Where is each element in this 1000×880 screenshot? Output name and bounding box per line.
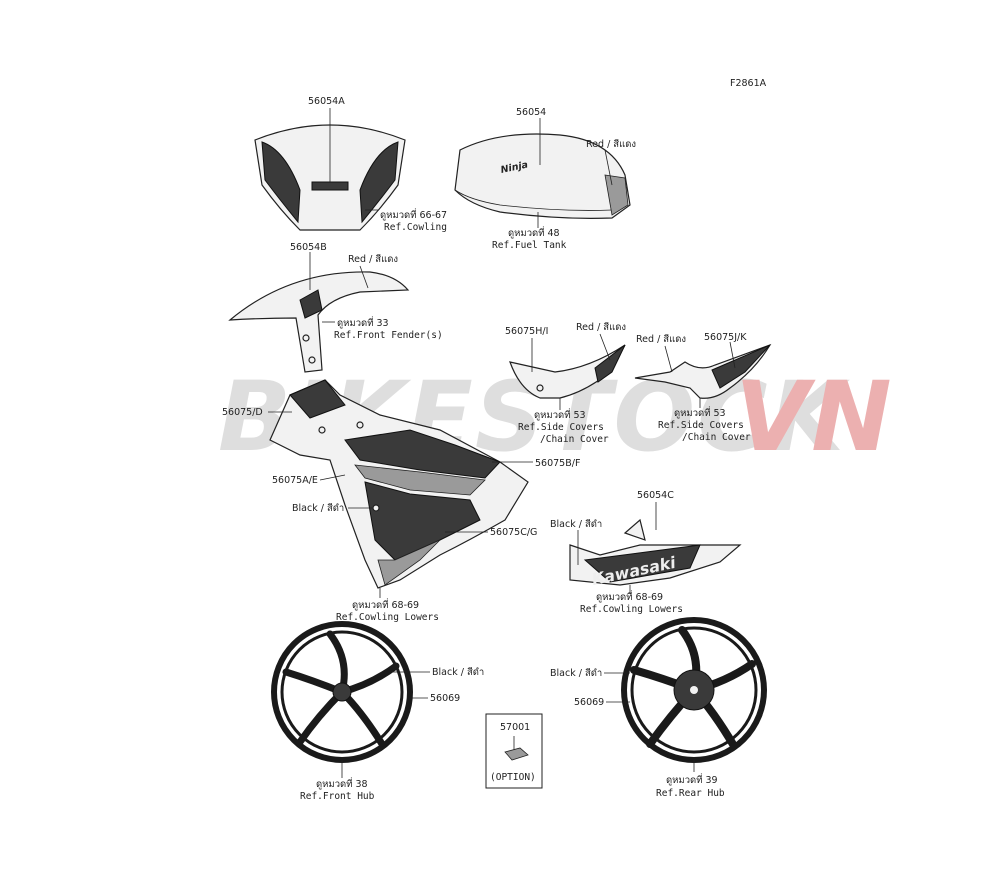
ref-english-1: Ref.Side Covers: [518, 422, 604, 433]
ref-english-2: /Chain Cover: [682, 432, 751, 443]
fairing-decal-group[interactable]: 56075/D 56075B/F 56075A/E Black / สีดำ 5…: [222, 379, 580, 623]
color-label: Black / สีดำ: [432, 666, 484, 678]
ref-english-2: /Chain Cover: [540, 434, 609, 445]
rear-rim-inner: [630, 626, 758, 754]
windscreen-decal-group[interactable]: 56054A ดูหมวดที่ 66-67 Ref.Cowling: [254, 96, 447, 233]
part-number: 56054: [516, 107, 546, 118]
part-number-56075D: 56075/D: [222, 407, 263, 418]
color-label: Black / สีดำ: [550, 667, 602, 679]
color-label: Red / สีแดง: [576, 321, 626, 333]
ref-thai: ดูหมวดที่ 39: [666, 773, 718, 786]
ref-thai: ดูหมวดที่ 48: [508, 226, 560, 239]
part-number: 56054B: [290, 242, 327, 253]
side-cover-left-decal-group[interactable]: 56075H/I Red / สีแดง ดูหมวดที่ 53 Ref.Si…: [505, 321, 626, 445]
ref-thai: ดูหมวดที่ 66-67: [380, 208, 447, 221]
color-label: Black / สีดำ: [550, 518, 602, 530]
fairing-lower-accent: [377, 539, 441, 586]
ref-english: Ref.Cowling Lowers: [580, 604, 683, 615]
fairing-stripe-1: [344, 429, 501, 479]
side-cover-right-decal-group[interactable]: Red / สีแดง 56075J/K ดูหมวดที่ 53 Ref.Si…: [634, 332, 772, 443]
front-fender-shape: [228, 271, 410, 373]
fairing-lower-dark: [364, 481, 481, 561]
part-number: 57001: [500, 722, 530, 733]
windscreen-logo-strip: [311, 181, 349, 191]
rear-wheel-decal-group[interactable]: Black / สีดำ 56069 ดูหมวดที่ 39 Ref.Rear…: [550, 617, 767, 799]
part-number-56075BF: 56075B/F: [535, 458, 580, 469]
option-note: (OPTION): [490, 772, 536, 783]
option-part-group[interactable]: 57001 (OPTION): [485, 713, 543, 789]
front-rim-inner: [280, 630, 404, 754]
part-number: 56075H/I: [505, 326, 548, 337]
front-wheel-decal-group[interactable]: Black / สีดำ 56069 ดูหมวดที่ 38 Ref.Fron…: [271, 621, 484, 802]
fender-decal-mark: [299, 289, 323, 319]
fuel-tank-red-stripe: [604, 174, 629, 216]
color-label: Red / สีแดง: [586, 138, 636, 150]
part-number: 56069: [574, 697, 604, 708]
ref-thai: ดูหมวดที่ 53: [534, 408, 586, 421]
watermark-text-red: VN: [735, 361, 894, 473]
ref-english: Ref.Cowling: [384, 222, 447, 233]
part-number: 56069: [430, 693, 460, 704]
part-number-56075CG: 56075C/G: [490, 527, 537, 538]
fuel-tank-shape: [454, 133, 631, 219]
lower-cowl-decal-group[interactable]: Kawasaki 56054C Black / สีดำ ดูหมวดที่ 6…: [550, 490, 742, 615]
windscreen-right-panel: [359, 141, 399, 224]
ref-english-1: Ref.Side Covers: [658, 420, 744, 431]
front-fender-decal-group[interactable]: 56054B Red / สีแดง ดูหมวดที่ 33 Ref.Fron…: [228, 242, 443, 373]
windscreen-left-panel: [261, 141, 301, 224]
ref-thai: ดูหมวดที่ 33: [337, 316, 389, 329]
diagram-code: F2861A: [730, 78, 767, 89]
color-label: Red / สีแดง: [348, 253, 398, 265]
part-number: 56075J/K: [704, 332, 747, 343]
ref-english: Ref.Fuel Tank: [492, 240, 567, 251]
part-number: 56054C: [637, 490, 674, 501]
ref-english: Ref.Front Hub: [300, 791, 375, 802]
part-number-56075AE: 56075A/E: [272, 475, 318, 486]
option-part-icon: [504, 747, 529, 761]
fairing-stripe-2: [354, 464, 486, 496]
fairing-color-label: Black / สีดำ: [292, 502, 344, 514]
part-number: 56054A: [308, 96, 345, 107]
fairing-ref-thai: ดูหมวดที่ 68-69: [352, 598, 419, 611]
ref-thai: ดูหมวดที่ 68-69: [596, 590, 663, 603]
ref-english: Ref.Front Fender(s): [334, 330, 443, 341]
ref-thai: ดูหมวดที่ 38: [316, 777, 368, 790]
color-label: Red / สีแดง: [636, 333, 686, 345]
side-cover-left-red-panel: [594, 344, 626, 383]
front-hub: [332, 682, 352, 702]
fuel-tank-decal-group[interactable]: Ninja 56054 Red / สีแดง ดูหมวดที่ 48 Ref…: [454, 107, 636, 251]
fairing-ref-english: Ref.Cowling Lowers: [336, 612, 439, 623]
side-cover-right-dark-panel: [711, 344, 771, 389]
fairing-upper-dark: [289, 379, 346, 419]
lower-cowl-dark-panel: [583, 544, 701, 583]
ref-thai: ดูหมวดที่ 53: [674, 406, 726, 419]
side-cover-right-shape: [634, 343, 772, 399]
ref-english: Ref.Rear Hub: [656, 788, 725, 799]
